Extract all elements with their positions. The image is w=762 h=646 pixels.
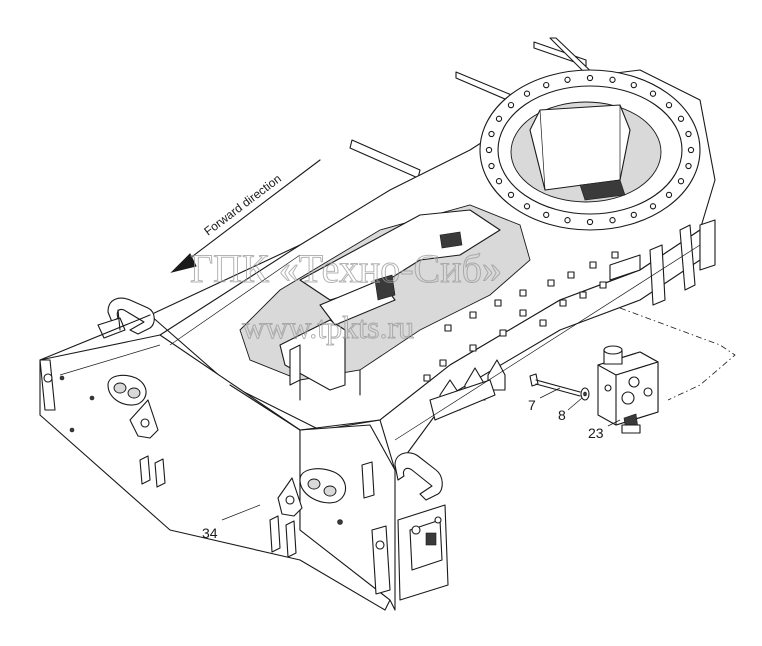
valve-block: [597, 345, 659, 434]
square-bolt-head: [539, 319, 547, 327]
ring-bolt-hole: [687, 146, 695, 154]
ring-bolt-hole: [685, 130, 692, 138]
rear-mounting-strips: [349, 37, 601, 179]
ring-bolt-hole: [488, 162, 495, 170]
bolt-and-washer: [529, 373, 590, 401]
square-bolt-head: [611, 251, 619, 259]
right-front-fittings: [277, 468, 347, 525]
square-bolt-head: [439, 359, 447, 367]
callout-23: 23: [588, 425, 604, 441]
front-end-plate: [361, 452, 449, 601]
square-bolt-head: [519, 309, 527, 317]
square-bolt-head: [567, 271, 575, 279]
ring-bolt-hole: [543, 211, 550, 219]
ring-bolt-hole: [495, 115, 503, 122]
ring-bolt-hole: [507, 101, 515, 109]
ring-bolt-hole: [586, 218, 594, 226]
callout-8: 8: [558, 407, 566, 423]
ring-bolt-hole: [649, 90, 657, 97]
square-bolt-head: [589, 261, 597, 269]
ring-bolt-hole: [665, 101, 673, 109]
assembly-connection-line: [619, 307, 736, 401]
ring-bolt-hole: [495, 178, 503, 185]
forward-direction-label: Forward direction: [201, 171, 283, 238]
leader-lines: [221, 387, 621, 521]
callout-34: 34: [202, 525, 218, 541]
ring-bolt-holes: [485, 74, 695, 226]
ring-bolt-hole: [677, 115, 685, 122]
square-bolt-head: [579, 291, 587, 299]
square-bolt-pattern: [423, 251, 619, 382]
ring-bolt-hole: [609, 217, 616, 224]
ring-bolt-hole: [488, 130, 495, 138]
slewing-ring: [479, 69, 701, 231]
square-bolt-head: [559, 299, 567, 307]
ring-bolt-hole: [543, 81, 550, 89]
square-bolt-head: [547, 279, 555, 287]
square-bolt-head: [423, 374, 431, 382]
ring-bolt-hole: [564, 76, 571, 83]
ring-bolt-hole: [677, 178, 685, 185]
center-opening: [239, 204, 531, 401]
ring-bolt-hole: [507, 191, 515, 199]
watermark-company: ГПК «Техно-Сиб»: [190, 246, 502, 291]
square-bolt-head: [499, 329, 507, 337]
ring-bolt-hole: [685, 162, 692, 170]
ring-bolt-hole: [485, 146, 493, 154]
ring-bolt-hole: [586, 74, 594, 82]
right-side-brackets: [609, 219, 716, 306]
ring-bolt-hole: [665, 191, 673, 199]
callout-7: 7: [528, 397, 536, 413]
left-wall-teeth: [139, 455, 297, 558]
ring-bolt-hole: [523, 203, 531, 210]
square-bolt-head: [469, 344, 477, 352]
square-bolt-head: [519, 289, 527, 297]
watermark-website: www.tpkts.ru: [242, 309, 414, 345]
square-bolt-head: [444, 324, 452, 332]
square-bolt-head: [599, 281, 607, 289]
ring-bolt-hole: [630, 211, 637, 219]
ring-bolt-hole: [523, 90, 531, 97]
ring-bolt-hole: [649, 203, 657, 210]
ring-bolt-hole: [564, 217, 571, 224]
ring-bolt-hole: [630, 81, 637, 89]
square-bolt-head: [469, 311, 477, 319]
frame-edges: [39, 244, 701, 441]
square-bolt-head: [494, 299, 502, 307]
ring-bolt-hole: [609, 76, 616, 83]
